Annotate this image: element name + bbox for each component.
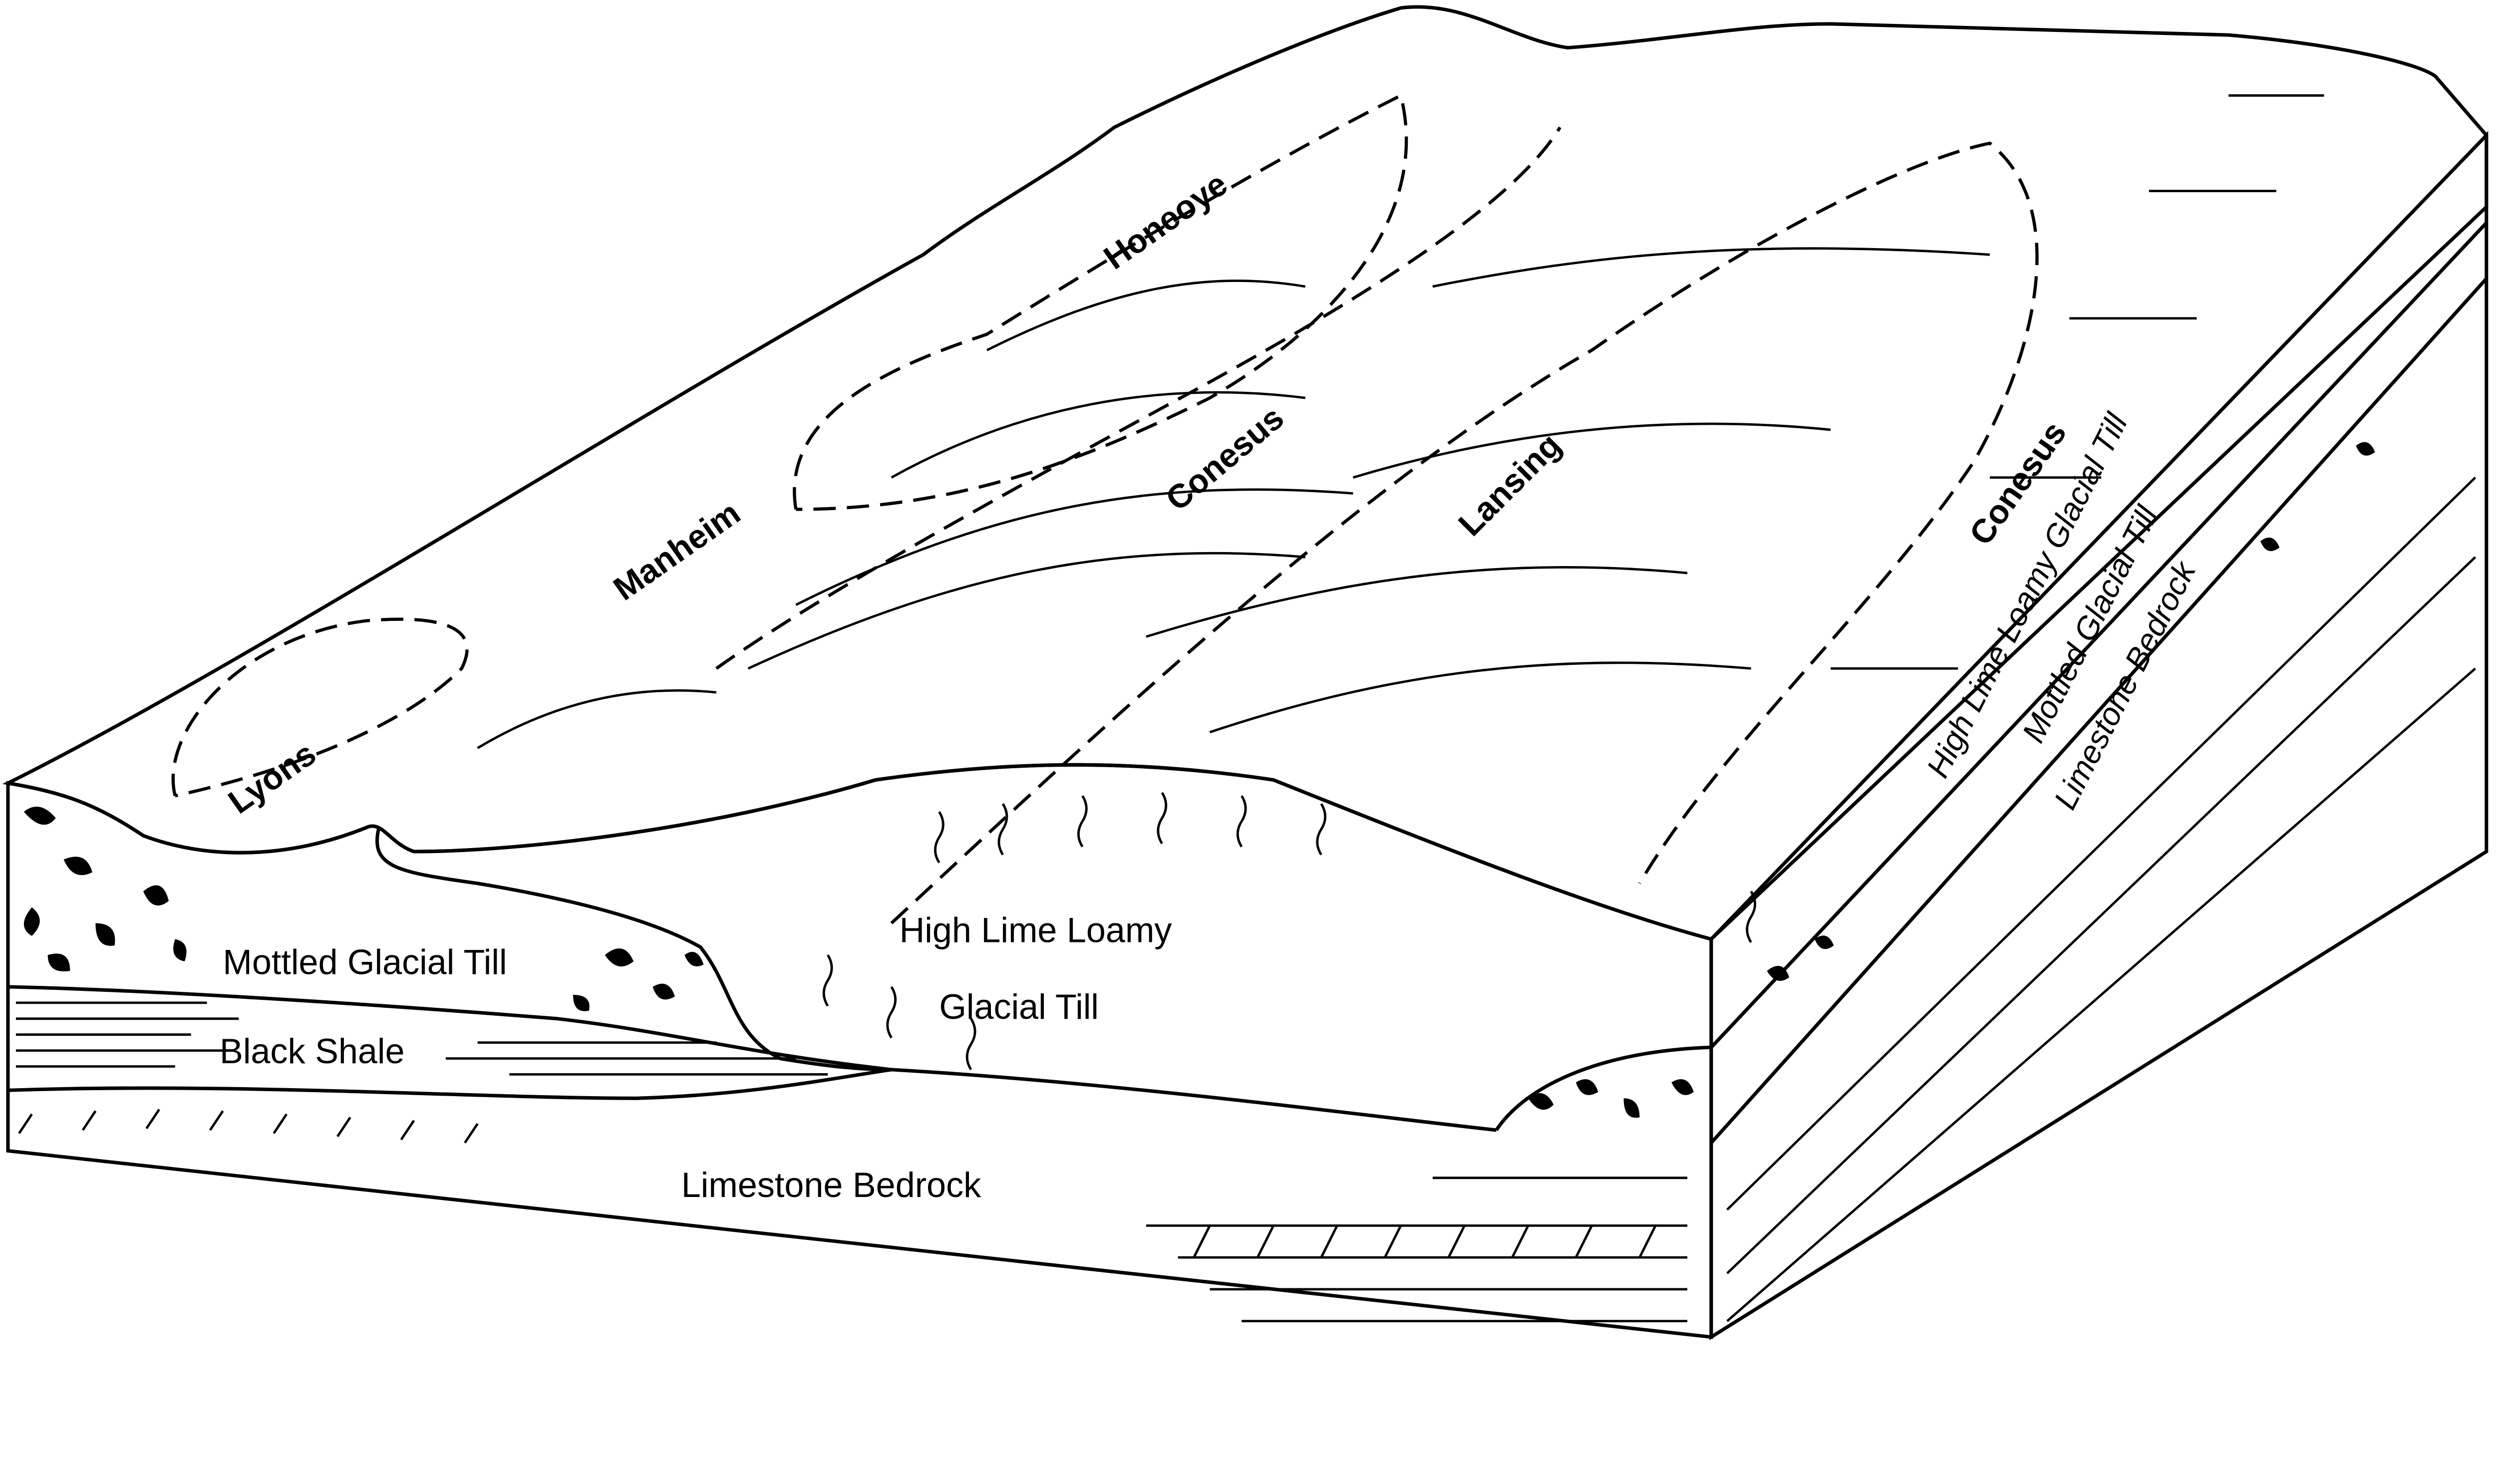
label-limestone: Limestone Bedrock [681,1165,981,1204]
label-lansing: Lansing [1451,426,1568,544]
till-squiggle-texture [822,792,1757,1071]
side-boundary-upper [1710,222,2488,1049]
label-high-lime-2: Glacial Till [939,987,1099,1026]
label-lyons: Lyons [222,735,322,821]
label-conesus-1: Conesus [1159,399,1291,518]
high-lime-till-boundary [375,827,892,1072]
label-manheim: Manheim [607,494,747,608]
mottled-pocket-boundary [1495,1045,1712,1131]
block-right-face [1709,131,2489,1340]
label-mottled-till: Mottled Glacial Till [223,942,507,982]
label-honeoye: Honeoye [1097,165,1235,277]
limestone-brick-pattern [18,476,2477,1323]
label-high-lime-1: High Lime Loamy [900,910,1172,950]
shale-limestone-boundary [7,1068,1497,1132]
label-black-shale: Black Shale [220,1031,404,1071]
mottled-shale-boundary [7,985,892,1072]
soil-block-diagram: Lyons Manheim Honeoye Conesus Lansing Co… [2,5,2489,1340]
black-shale-hatch [15,1001,828,1076]
block-front-face [6,763,1713,1339]
surface-contours [477,94,2324,749]
mottled-texture [23,442,2375,1118]
side-boundary-lower [1710,277,2488,1144]
block-top-surface [2,5,2489,941]
soil-boundaries [171,93,2039,924]
